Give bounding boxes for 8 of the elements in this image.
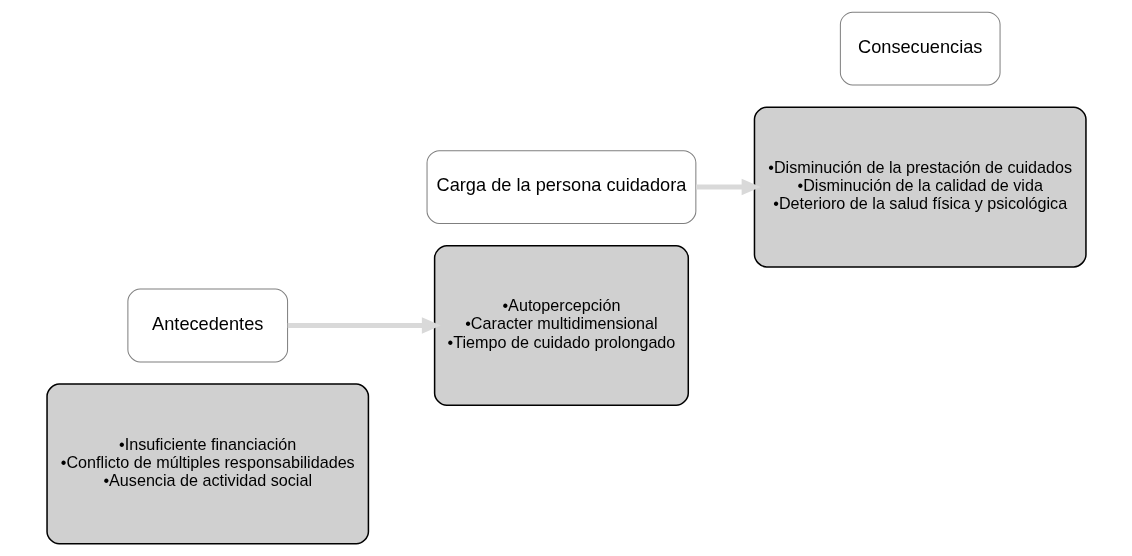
node-box: •Disminución de la prestación de cuidados •Disminución de la calidad de vida •Deterioro de la salud física y psicológica: [753, 106, 1087, 268]
node-box: Antecedentes: [126, 288, 288, 363]
arrow: [287, 317, 441, 334]
node-box: •Autopercepción •Caracter multidimensional •Tiempo de cuidado prolongado: [433, 244, 689, 407]
node-box: Carga de la persona cuidadora: [426, 150, 696, 224]
node-box: Consecuencias: [839, 11, 1001, 86]
node-box: •Insuficiente financiación •Conflicto de múltiples responsabilidades •Ausencia de actividad social: [45, 383, 369, 545]
arrow: [695, 178, 761, 196]
